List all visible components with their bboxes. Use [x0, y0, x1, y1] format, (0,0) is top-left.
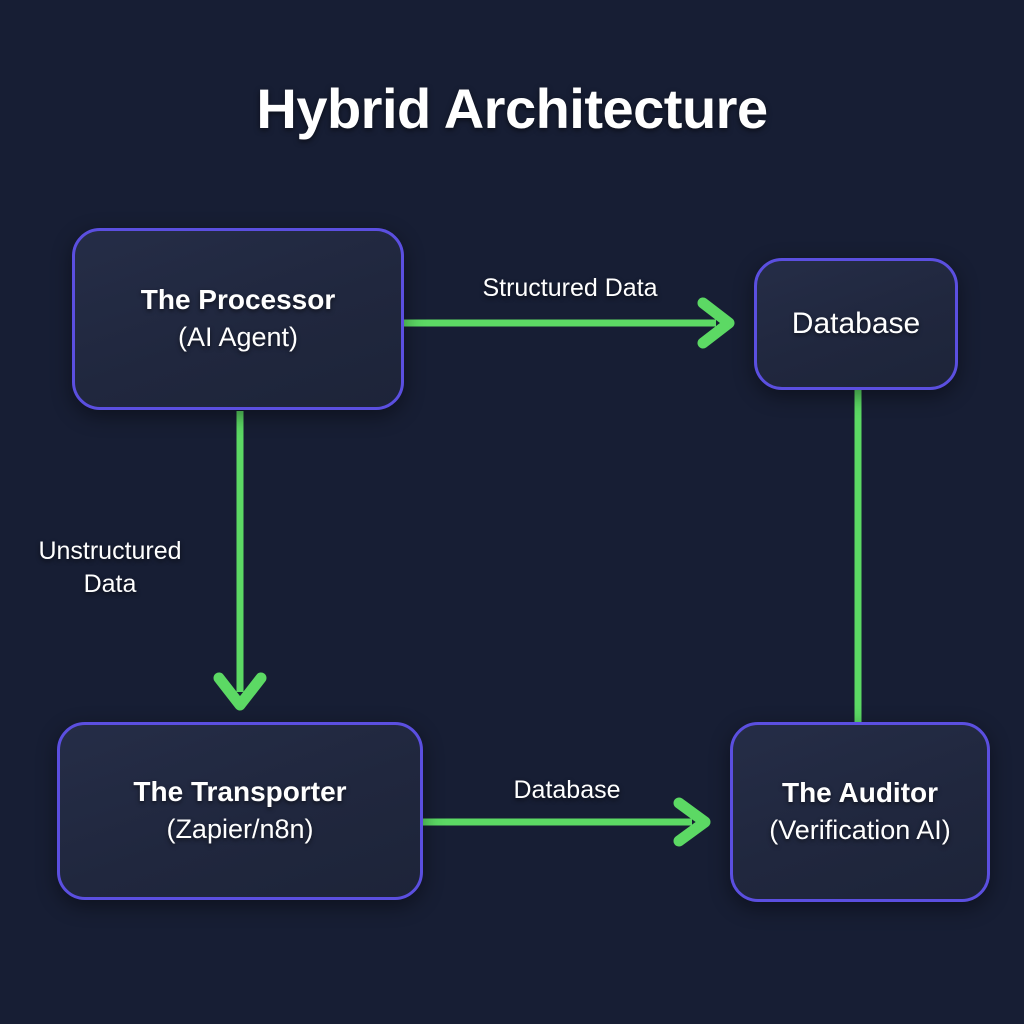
- edge-label-unstructured-data: Unstructured Data: [38, 537, 182, 598]
- edge-processor-to-transporter: [213, 411, 267, 711]
- node-title: The Auditor: [781, 777, 939, 809]
- node-title: Database: [791, 306, 921, 340]
- edge-processor-to-database: [404, 297, 735, 349]
- edge-label-database: Database: [513, 776, 621, 804]
- page-title: Hybrid Architecture: [256, 77, 768, 140]
- node-the-transporter[interactable]: The Transporter (Zapier/n8n): [57, 722, 423, 900]
- edge-transporter-to-auditor: [423, 797, 711, 847]
- node-title: The Processor: [140, 284, 336, 316]
- node-subtitle: (AI Agent): [177, 322, 299, 353]
- node-database[interactable]: Database: [754, 258, 958, 390]
- edge-label-structured-data: Structured Data: [482, 274, 658, 302]
- node-subtitle: (Zapier/n8n): [166, 814, 314, 845]
- node-the-processor[interactable]: The Processor (AI Agent): [72, 228, 404, 410]
- node-title: The Transporter: [133, 776, 347, 808]
- node-subtitle: (Verification AI): [769, 815, 951, 846]
- node-the-auditor[interactable]: The Auditor (Verification AI): [730, 722, 990, 902]
